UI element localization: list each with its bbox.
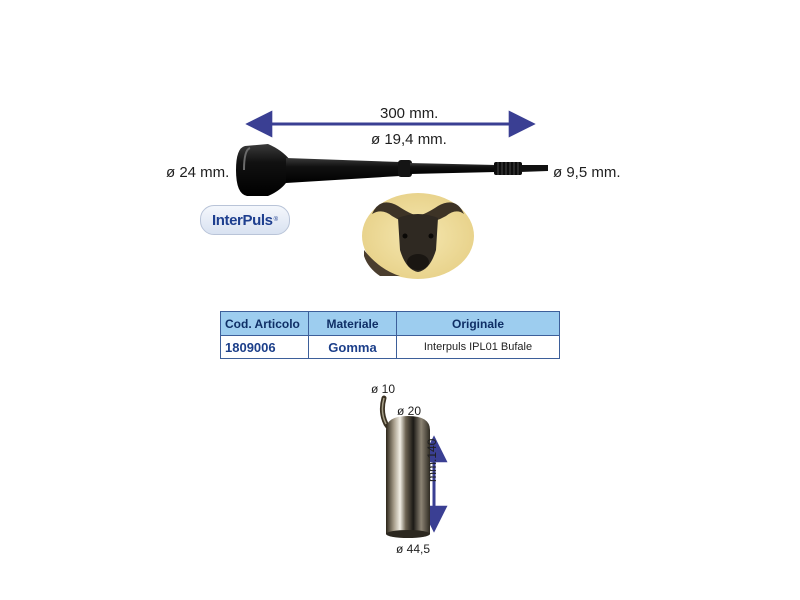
header-original: Originale bbox=[396, 311, 560, 336]
length-label: 300 mm. bbox=[380, 105, 439, 122]
registered-mark: ® bbox=[273, 217, 278, 223]
head-diameter-label: ø 24 mm. bbox=[166, 164, 230, 181]
body-diameter-label: ø 44,5 bbox=[396, 542, 431, 556]
cell-code: 1809006 bbox=[220, 335, 309, 359]
product-spec-table: Cod. Articolo Materiale Originale 180900… bbox=[220, 311, 560, 359]
tail-diameter-label: ø 9,5 mm. bbox=[553, 164, 621, 181]
header-material: Materiale bbox=[308, 311, 397, 336]
cell-material: Gomma bbox=[308, 335, 397, 359]
table-header-row: Cod. Articolo Materiale Originale bbox=[220, 311, 560, 336]
tube-diameter-label: ø 10 bbox=[371, 382, 396, 396]
teat-cup-shell-image bbox=[379, 395, 430, 538]
buffalo-photo-icon bbox=[362, 193, 474, 279]
table-row: 1809006 Gomma Interpuls IPL01 Bufale bbox=[220, 335, 560, 359]
top-diameter-label: ø 20 bbox=[397, 404, 422, 418]
header-code: Cod. Articolo bbox=[220, 311, 309, 336]
height-label: mm.140 bbox=[425, 438, 439, 482]
teat-liner-image bbox=[236, 144, 548, 196]
logo-text: InterPuls bbox=[211, 211, 273, 229]
interpuls-logo: InterPuls® bbox=[200, 205, 290, 235]
cell-original: Interpuls IPL01 Bufale bbox=[396, 335, 560, 359]
inner-diameter-label: ø 19,4 mm. bbox=[371, 131, 447, 148]
